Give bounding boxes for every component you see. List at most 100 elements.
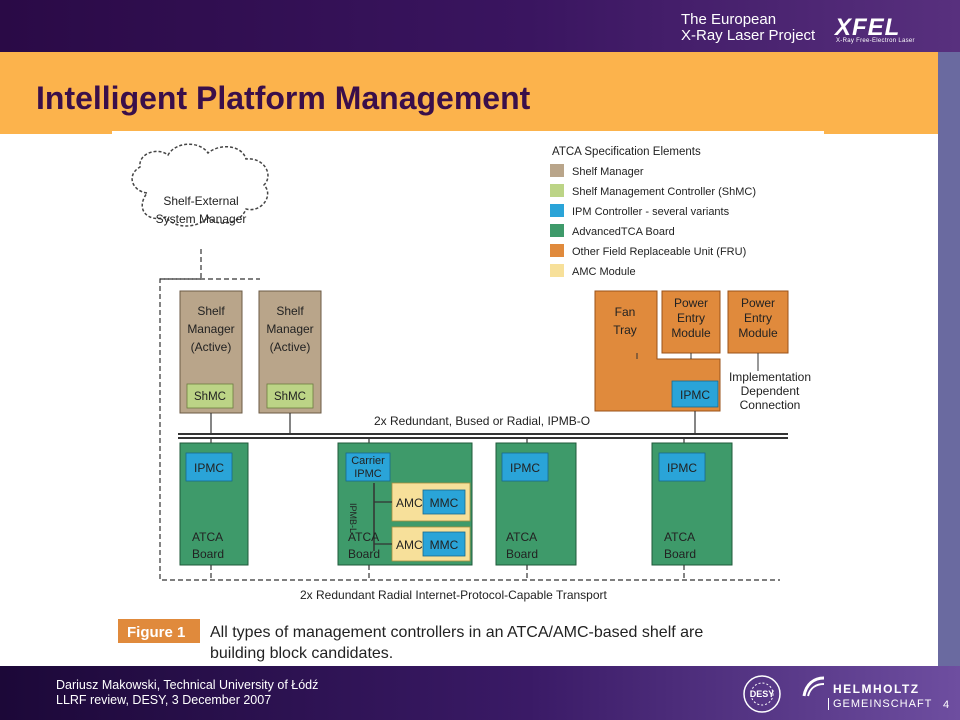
- legend-item-shelf-manager: Shelf Manager: [572, 166, 644, 178]
- carrier-board-line2: Board: [348, 547, 380, 561]
- legend-swatch-fru: [550, 244, 564, 257]
- impl-note-line1: Implementation: [729, 370, 811, 384]
- atca-board-1-line1: ATCA: [192, 530, 223, 544]
- legend-item-shmc: Shelf Management Controller (ShMC): [572, 186, 756, 198]
- header-bar: [0, 0, 960, 52]
- page-number: 4: [943, 699, 950, 711]
- legend-item-amc: AMC Module: [572, 266, 636, 278]
- shelf-manager-2-line3: (Active): [270, 340, 311, 354]
- atca-board-4-line1: ATCA: [664, 530, 695, 544]
- tagline-line2: X-Ray Laser Project: [681, 27, 816, 44]
- amc-1-label: AMC: [396, 496, 423, 510]
- carrier-ipmc: [345, 452, 391, 482]
- shmc-2: [266, 383, 314, 409]
- legend-title: ATCA Specification Elements: [552, 146, 701, 158]
- legend-swatch-ipm: [550, 204, 564, 217]
- fru-internal-lines: [636, 353, 759, 371]
- cloud-label-line2: System Manager: [156, 212, 247, 226]
- atca-board-3-ipmc: [501, 452, 549, 482]
- xfel-logo: XFEL: [835, 14, 901, 41]
- transport-drops: [210, 565, 685, 580]
- helmholtz-gemeinschaft: GEMEINSCHAFT: [828, 698, 932, 710]
- side-strip: [938, 52, 960, 672]
- legend-item-atca: AdvancedTCA Board: [572, 226, 675, 238]
- atca-board-4-ipmc: [658, 452, 706, 482]
- xfel-logo-subtitle: X-Ray Free-Electron Laser: [836, 38, 915, 44]
- figure-label-box: [118, 619, 200, 643]
- atca-board-3-line1: ATCA: [506, 530, 537, 544]
- shmc-1-label: ShMC: [194, 391, 226, 403]
- atca-board-1-ipmc-label: IPMC: [194, 461, 224, 475]
- shmc-2-label: ShMC: [274, 391, 306, 403]
- footer-text: Dariusz Makowski, Technical University o…: [56, 678, 318, 708]
- legend-swatch-amc: [550, 264, 564, 277]
- power-entry-1-line1: Power: [674, 296, 708, 310]
- fru-group: Fan Tray Power Entry Module Power Entry …: [594, 290, 789, 412]
- figure-label: Figure 1: [127, 624, 185, 641]
- carrier-board-line1: ATCA: [348, 530, 379, 544]
- legend-item-ipm: IPM Controller - several variants: [572, 206, 730, 218]
- shelf-manager-2-line2: Manager: [266, 322, 313, 336]
- legend-swatch-shelf-manager: [550, 164, 564, 177]
- shelf-external-cloud: Shelf-External System Manager: [131, 143, 269, 227]
- caption-line2: building block candidates.: [210, 645, 393, 662]
- shmc-1: [186, 383, 234, 409]
- footer-event: LLRF review, DESY, 3 December 2007: [56, 693, 272, 707]
- atca-board-1: IPMC ATCA Board: [179, 442, 249, 566]
- transport-bus-label: 2x Redundant Radial Internet-Protocol-Ca…: [300, 588, 608, 602]
- atca-board-1-ipmc: [185, 452, 233, 482]
- project-tagline: The European X-Ray Laser Project: [681, 12, 815, 44]
- ipmb-drops: [210, 411, 696, 443]
- atca-board-3: IPMC ATCA Board: [495, 442, 577, 566]
- legend: ATCA Specification Elements Shelf Manage…: [550, 146, 756, 278]
- atca-board-1-line2: Board: [192, 547, 224, 561]
- power-entry-2-line1: Power: [741, 296, 775, 310]
- shelf-manager-2-line1: Shelf: [276, 304, 304, 318]
- fru-ipmc-label: IPMC: [680, 388, 710, 402]
- atca-board-3-line2: Board: [506, 547, 538, 561]
- helmholtz-name: HELMHOLTZ: [833, 682, 920, 696]
- mmc-2-label: MMC: [430, 538, 459, 552]
- slide-title: Intelligent Platform Management: [36, 80, 531, 116]
- carrier-ipmc-line1: Carrier: [351, 455, 385, 467]
- power-entry-1-line3: Module: [671, 326, 711, 340]
- power-entry-2-line2: Entry: [744, 311, 772, 325]
- footer-author: Dariusz Makowski, Technical University o…: [56, 678, 319, 692]
- carrier-ipmc-line2: IPMC: [354, 468, 382, 480]
- helmholtz-logo-icon: [802, 676, 825, 697]
- fru-ipmc: [671, 380, 719, 408]
- atca-board-4-ipmc-label: IPMC: [667, 461, 697, 475]
- mmc-1-label: MMC: [430, 496, 459, 510]
- footer-bar: [0, 666, 960, 720]
- atca-board-3-ipmc-label: IPMC: [510, 461, 540, 475]
- atca-carrier-board: Carrier IPMC IPMB-L AMC MMC AMC MMC ATCA…: [337, 442, 473, 566]
- shelf-manager-1-line2: Manager: [187, 322, 234, 336]
- ipm-figure: Shelf-External System Manager ATCA Speci…: [112, 131, 824, 668]
- title-band: [0, 52, 938, 134]
- legend-swatch-atca: [550, 224, 564, 237]
- atca-board-4: IPMC ATCA Board: [651, 442, 733, 566]
- desy-logo: DESY: [743, 675, 781, 713]
- mmc-2: [422, 531, 466, 557]
- desy-logo-text: DESY: [750, 689, 775, 699]
- shelf-manager-1-line3: (Active): [191, 340, 232, 354]
- ipmb-bus-label: 2x Redundant, Bused or Radial, IPMB-O: [374, 414, 590, 428]
- amc-2-label: AMC: [396, 538, 423, 552]
- mmc-1: [422, 489, 466, 515]
- atca-board-4-line2: Board: [664, 547, 696, 561]
- power-entry-1-line2: Entry: [677, 311, 705, 325]
- ipmb-l-label: IPMB-L: [348, 503, 358, 533]
- power-entry-module-2: [727, 290, 789, 354]
- power-entry-module-1: [661, 290, 721, 354]
- caption-line1: All types of management controllers in a…: [210, 624, 703, 641]
- legend-swatch-shmc: [550, 184, 564, 197]
- fan-tray-line2: Tray: [613, 323, 637, 337]
- tagline-line1: The European: [681, 11, 777, 28]
- fan-tray-line1: Fan: [615, 305, 636, 319]
- impl-note-line2: Dependent: [741, 384, 800, 398]
- shelf-manager-1: Shelf Manager (Active) ShMC: [179, 290, 243, 414]
- cloud-label-line1: Shelf-External: [163, 194, 238, 208]
- shelf-manager-2: Shelf Manager (Active) ShMC: [258, 290, 322, 414]
- legend-item-fru: Other Field Replaceable Unit (FRU): [572, 246, 746, 258]
- shelf-manager-1-line1: Shelf: [197, 304, 225, 318]
